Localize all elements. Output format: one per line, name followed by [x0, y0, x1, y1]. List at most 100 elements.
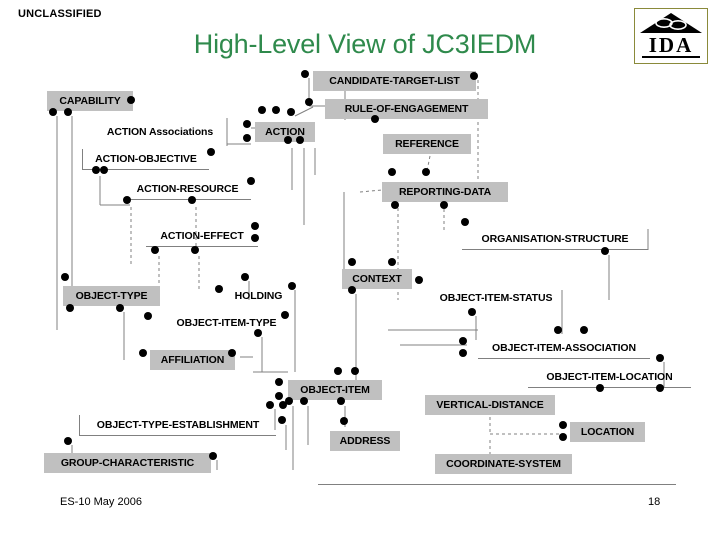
- relationship-dot: [340, 417, 348, 425]
- relationship-dot: [123, 196, 131, 204]
- entity-action-resource[interactable]: ACTION-RESOURCE: [124, 179, 251, 200]
- relationship-dot: [281, 311, 289, 319]
- relationship-dot: [151, 246, 159, 254]
- ida-logo: IDA: [634, 8, 708, 64]
- relationship-dot: [559, 421, 567, 429]
- relationship-dot: [243, 120, 251, 128]
- relationship-dot: [209, 452, 217, 460]
- relationship-dot: [215, 285, 223, 293]
- entity-object-item-type[interactable]: OBJECT-ITEM-TYPE: [176, 317, 277, 329]
- entity-holding[interactable]: HOLDING: [234, 290, 283, 302]
- relationship-dot: [228, 349, 236, 357]
- relationship-dot: [266, 401, 274, 409]
- entity-vertical-distance[interactable]: VERTICAL-DISTANCE: [425, 395, 555, 415]
- relationship-dot: [371, 115, 379, 123]
- entity-object-type-establishment[interactable]: OBJECT-TYPE-ESTABLISHMENT: [79, 415, 276, 436]
- relationship-dot: [580, 326, 588, 334]
- relationship-dot: [278, 416, 286, 424]
- entity-reference[interactable]: REFERENCE: [383, 134, 471, 154]
- relationship-dot: [247, 177, 255, 185]
- relationship-dot: [301, 70, 309, 78]
- entity-object-item-association[interactable]: OBJECT-ITEM-ASSOCIATION: [478, 338, 650, 359]
- page-title: High-Level View of JC3IEDM: [193, 29, 537, 59]
- relationship-dot: [470, 72, 478, 80]
- relationship-dot: [388, 168, 396, 176]
- footer-date: ES-10 May 2006: [60, 496, 142, 508]
- entity-reporting-data[interactable]: REPORTING-DATA: [382, 182, 508, 202]
- relationship-dot: [601, 247, 609, 255]
- entity-rule-of-engagement[interactable]: RULE-OF-ENGAGEMENT: [325, 99, 488, 119]
- entity-capability[interactable]: CAPABILITY: [47, 91, 133, 111]
- relationship-dot: [288, 282, 296, 290]
- relationship-dot: [251, 234, 259, 242]
- classification-banner: UNCLASSIFIED: [18, 8, 102, 20]
- relationship-dot: [64, 108, 72, 116]
- relationship-dot: [188, 196, 196, 204]
- footer-page-number: 18: [648, 496, 661, 508]
- relationship-dot: [656, 354, 664, 362]
- entity-object-item-location[interactable]: OBJECT-ITEM-LOCATION: [528, 367, 691, 388]
- relationship-dot: [415, 276, 423, 284]
- entity-address[interactable]: ADDRESS: [330, 431, 400, 451]
- entity-action-effect[interactable]: ACTION-EFFECT: [146, 226, 258, 247]
- relationship-dot: [100, 166, 108, 174]
- relationship-dot: [334, 367, 342, 375]
- relationship-dot: [272, 106, 280, 114]
- entity-coordinate-system[interactable]: COORDINATE-SYSTEM: [435, 454, 572, 474]
- relationship-dot: [348, 286, 356, 294]
- relationship-dot: [49, 108, 57, 116]
- relationship-dot: [64, 437, 72, 445]
- entity-context[interactable]: CONTEXT: [342, 269, 412, 289]
- relationship-dot: [554, 326, 562, 334]
- relationship-dot: [139, 349, 147, 357]
- relationship-dot: [258, 106, 266, 114]
- relationship-dot: [127, 96, 135, 104]
- entity-group-characteristic[interactable]: GROUP-CHARACTERISTIC: [44, 453, 211, 473]
- relationship-dot: [348, 258, 356, 266]
- footer-divider: [318, 484, 676, 485]
- relationship-dot: [116, 304, 124, 312]
- relationship-dot: [391, 201, 399, 209]
- relationship-dot: [241, 273, 249, 281]
- relationship-dot: [296, 136, 304, 144]
- relationship-dot: [461, 218, 469, 226]
- entity-organisation-structure[interactable]: ORGANISATION-STRUCTURE: [462, 229, 648, 250]
- relationship-dot: [275, 378, 283, 386]
- relationship-dot: [144, 312, 152, 320]
- relationship-dot: [468, 308, 476, 316]
- entity-action-objective[interactable]: ACTION-OBJECTIVE: [82, 149, 209, 170]
- entity-candidate-target-list[interactable]: CANDIDATE-TARGET-LIST: [313, 71, 476, 91]
- relationship-dot: [388, 258, 396, 266]
- relationship-dot: [207, 148, 215, 156]
- relationship-dot: [279, 401, 287, 409]
- entity-action-associations[interactable]: ACTION Associations: [106, 126, 214, 138]
- relationship-dot: [61, 273, 69, 281]
- relationship-dot: [66, 304, 74, 312]
- relationship-dot: [275, 392, 283, 400]
- entity-affiliation[interactable]: AFFILIATION: [150, 350, 235, 370]
- relationship-dot: [559, 433, 567, 441]
- relationship-dot: [287, 108, 295, 116]
- relationship-dot: [459, 337, 467, 345]
- pediment-icon: [640, 13, 702, 33]
- relationship-dot: [191, 246, 199, 254]
- relationship-dot: [422, 168, 430, 176]
- entity-object-item[interactable]: OBJECT-ITEM: [288, 380, 382, 400]
- relationship-dot: [254, 329, 262, 337]
- relationship-dot: [337, 397, 345, 405]
- relationship-dot: [459, 349, 467, 357]
- relationship-dot: [243, 134, 251, 142]
- ida-wordmark: IDA: [648, 33, 694, 57]
- entity-object-type[interactable]: OBJECT-TYPE: [63, 286, 160, 306]
- relationship-dot: [300, 397, 308, 405]
- relationship-dot: [440, 201, 448, 209]
- relationship-dot: [596, 384, 604, 392]
- relationship-dot: [656, 384, 664, 392]
- relationship-dot: [251, 222, 259, 230]
- relationship-dot: [305, 98, 313, 106]
- entity-object-item-status[interactable]: OBJECT-ITEM-STATUS: [439, 292, 553, 304]
- entity-location[interactable]: LOCATION: [570, 422, 645, 442]
